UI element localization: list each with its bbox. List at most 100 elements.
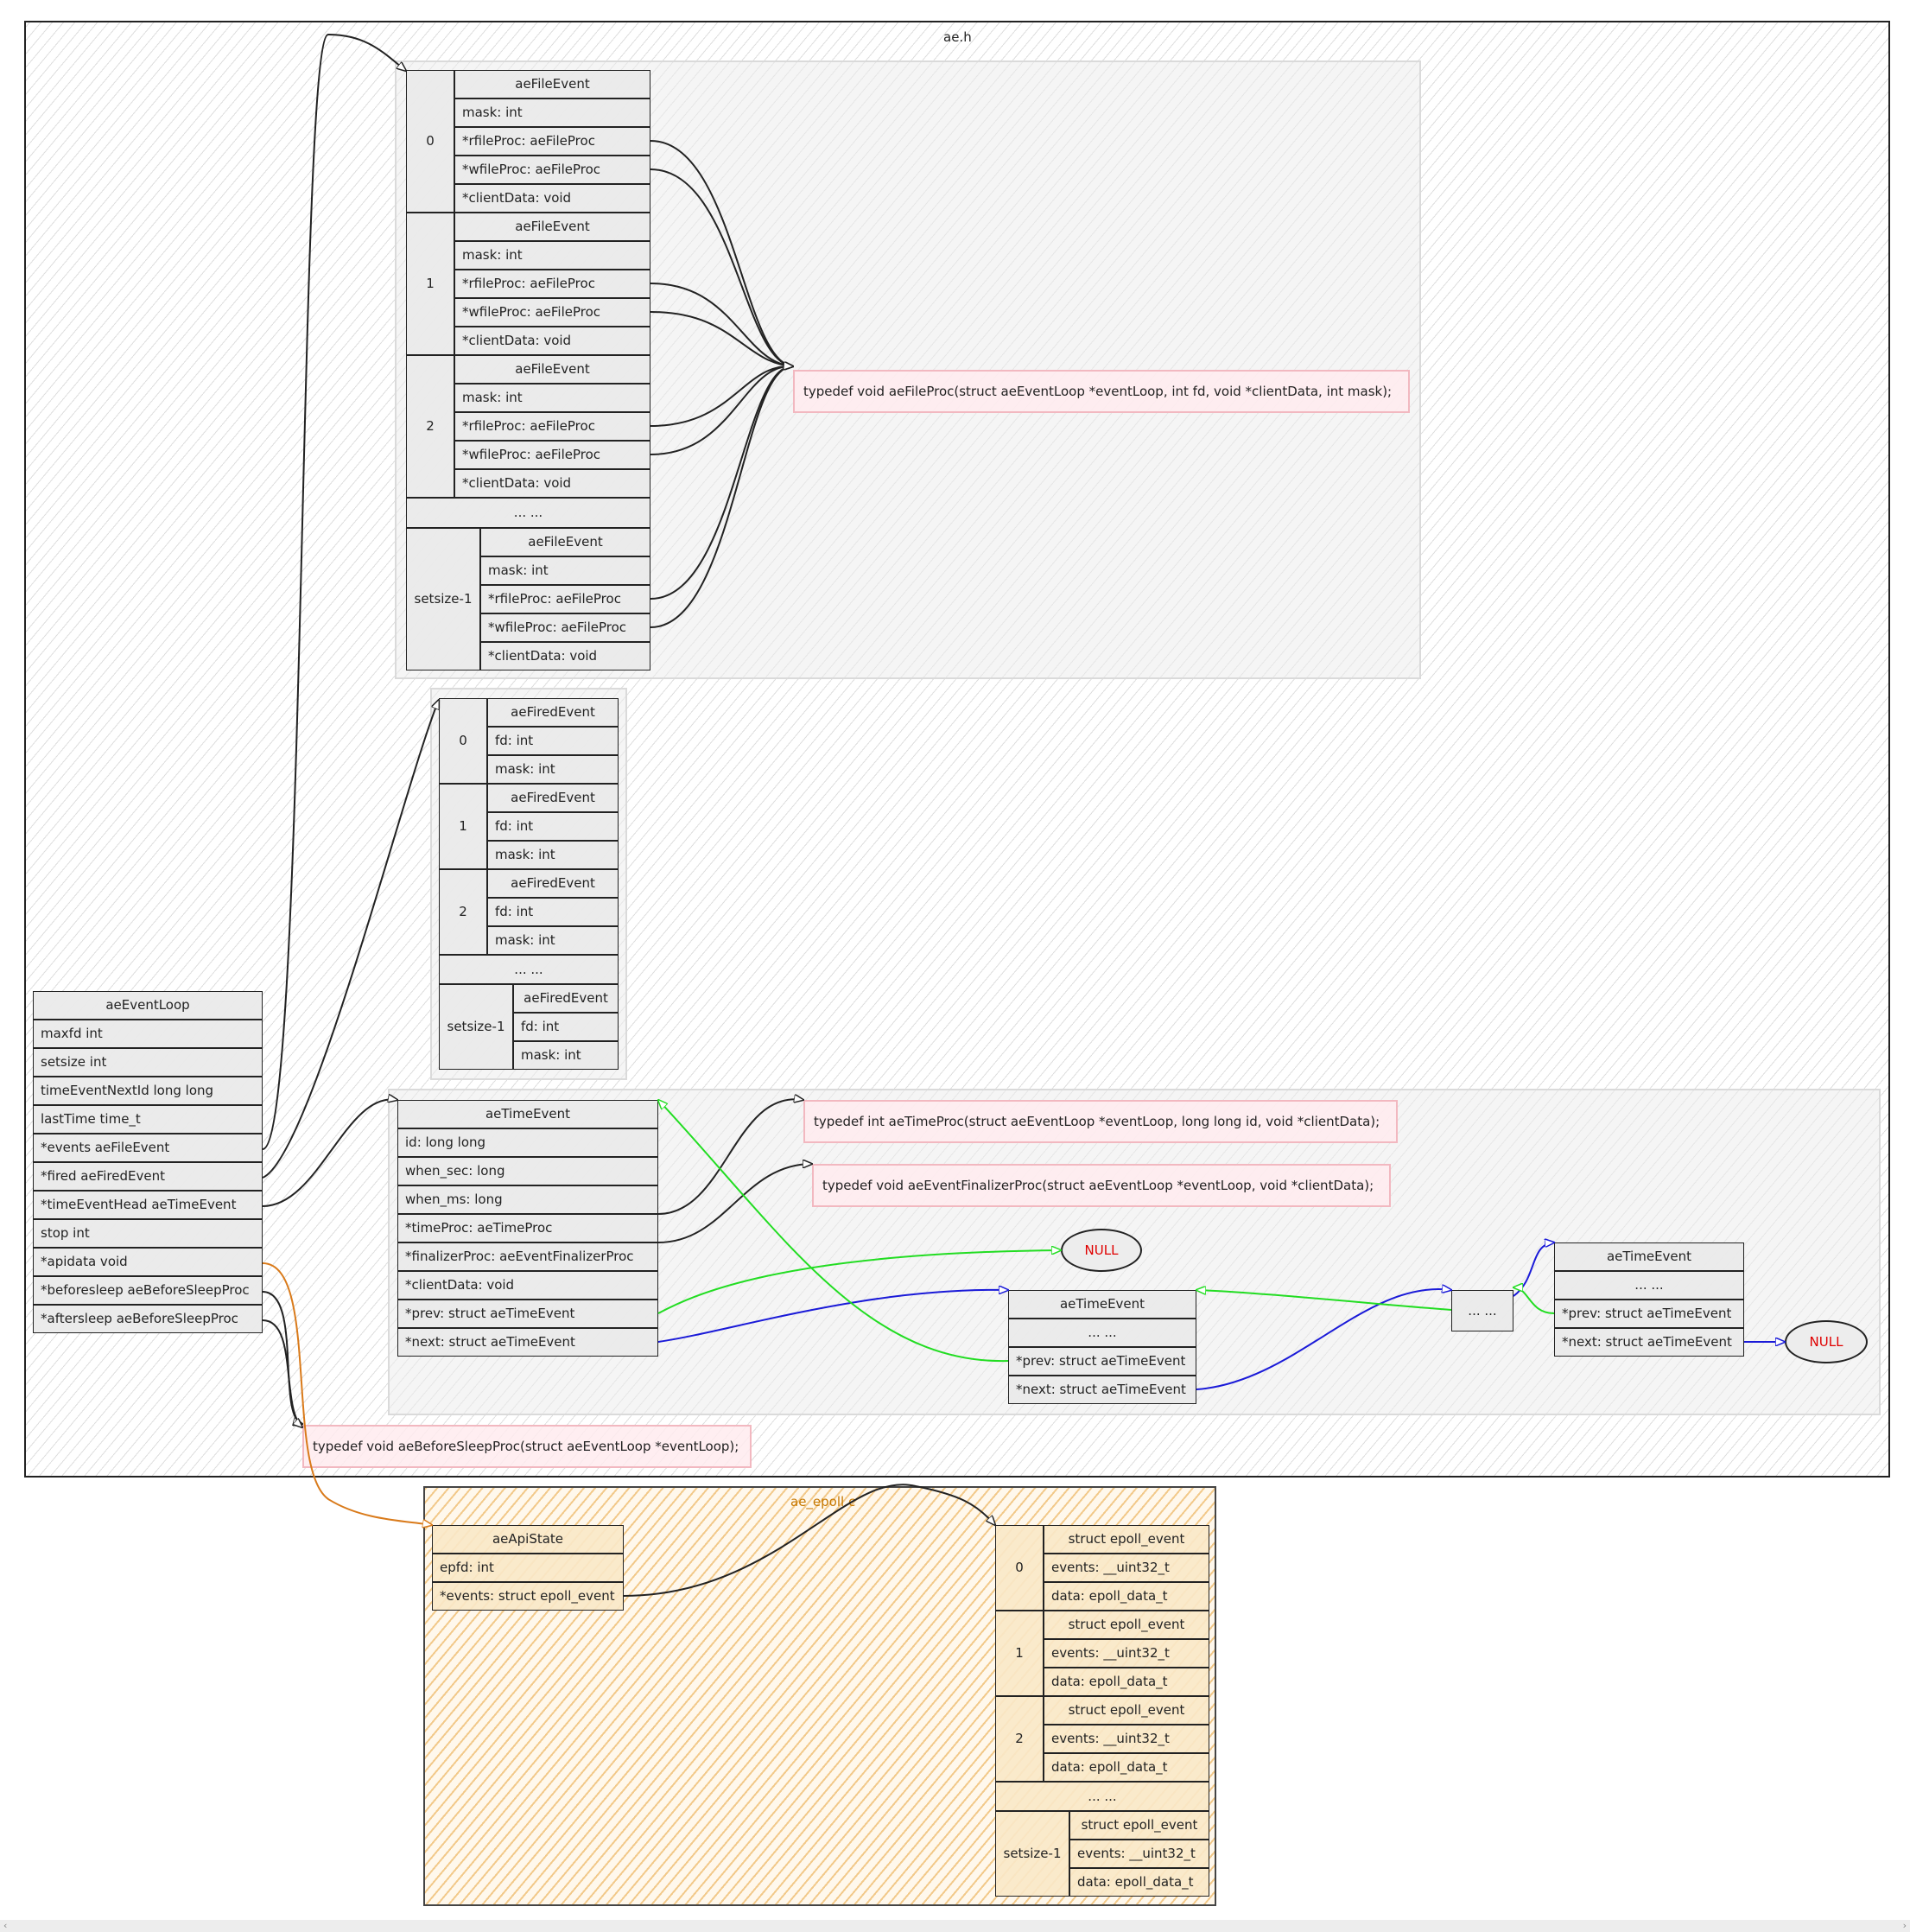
file-event-struct-header: aeFileEvent <box>480 528 650 556</box>
epoll-event-field: data: epoll_data_t <box>1044 1668 1209 1696</box>
file-event-field: mask: int <box>454 384 650 412</box>
epoll-event-field: events: __uint32_t <box>1044 1725 1209 1753</box>
scroll-left-icon[interactable]: ‹ <box>3 1920 8 1931</box>
time-event-head-pointer-link <box>262 1099 397 1207</box>
time-event-field: id: long long <box>397 1128 658 1157</box>
file-event-index: setsize-1 <box>406 528 480 670</box>
fired-event-field: mask: int <box>487 755 619 784</box>
fired-event-field: fd: int <box>487 898 619 926</box>
file-event-field: *rfileProc: aeFileProc <box>454 270 650 298</box>
time-proc-typedef: typedef int aeTimeProc(struct aeEventLoo… <box>803 1100 1398 1143</box>
time-events-ellipsis: ... ... <box>1451 1290 1513 1331</box>
last-prev-dots-link <box>1513 1287 1555 1314</box>
fired-event-struct-header: aeFiredEvent <box>513 984 619 1013</box>
file-proc-typedef: typedef void aeFileProc(struct aeEventLo… <box>793 370 1410 413</box>
dots-next-last-link <box>1513 1242 1554 1297</box>
file-event-struct-header: aeFileEvent <box>454 355 650 384</box>
api-state-field: *events: struct epoll_event <box>432 1582 624 1611</box>
event-loop-field: maxfd int <box>33 1020 263 1048</box>
fired-event-field: fd: int <box>487 727 619 755</box>
file-event-field: *rfileProc: aeFileProc <box>454 127 650 156</box>
apidata-pointer-link <box>262 1262 432 1525</box>
file-event-struct-header: aeFileEvent <box>454 70 650 99</box>
epoll-event-struct-header: struct epoll_event <box>1069 1811 1209 1840</box>
epoll-events-pointer-link <box>623 1484 995 1597</box>
file-event-field: *clientData: void <box>454 184 650 213</box>
dots-prev-node-link <box>1196 1290 1452 1311</box>
fired-event-index: setsize-1 <box>439 984 513 1070</box>
epoll-events-ellipsis: ... ... <box>995 1782 1209 1811</box>
epoll-event-field: data: epoll_data_t <box>1044 1582 1209 1611</box>
time-proc-pointer-link <box>657 1099 803 1215</box>
epoll-event-struct-header: struct epoll_event <box>1044 1696 1209 1725</box>
epoll-event-field: events: __uint32_t <box>1044 1639 1209 1668</box>
fired-event-field: mask: int <box>513 1041 619 1070</box>
time-event-last-ellipsis: ... ... <box>1554 1271 1744 1300</box>
file-event-field: *rfileProc: aeFileProc <box>480 585 650 613</box>
time-event-field: *clientData: void <box>397 1271 658 1300</box>
time-event-node-header: aeTimeEvent <box>1008 1290 1196 1319</box>
file-event-field: *clientData: void <box>454 327 650 355</box>
event-loop-field: *fired aeFiredEvent <box>33 1162 263 1191</box>
fired-event-field: fd: int <box>513 1013 619 1041</box>
head-prev-null-link <box>657 1250 1061 1314</box>
time-event-field: *next: struct aeTimeEvent <box>397 1328 658 1357</box>
epoll-event-field: events: __uint32_t <box>1044 1554 1209 1582</box>
epoll-event-struct-header: struct epoll_event <box>1044 1611 1209 1639</box>
event-loop-field: *aftersleep aeBeforeSleepProc <box>33 1305 263 1333</box>
event-loop-field: *timeEventHead aeTimeEvent <box>33 1191 263 1219</box>
file-proc-pointer-link <box>650 366 793 455</box>
file-event-field: *clientData: void <box>480 642 650 670</box>
ae-h-frame-title: ae.h <box>943 29 972 45</box>
fired-event-struct-header: aeFiredEvent <box>487 784 619 812</box>
file-events-ellipsis: ... ... <box>406 498 650 528</box>
event-loop-field: setsize int <box>33 1048 263 1077</box>
api-state-field: epfd: int <box>432 1554 624 1582</box>
file-event-struct-header: aeFileEvent <box>454 213 650 241</box>
time-event-node-next-field: *next: struct aeTimeEvent <box>1008 1376 1196 1404</box>
epoll-event-field: data: epoll_data_t <box>1069 1868 1209 1897</box>
file-event-field: *wfileProc: aeFileProc <box>480 613 650 642</box>
event-loop-field: timeEventNextId long long <box>33 1077 263 1105</box>
before-sleep-pointer-link <box>262 1291 302 1424</box>
fired-event-index: 2 <box>439 869 487 955</box>
time-event-node-ellipsis: ... ... <box>1008 1319 1196 1347</box>
fired-pointer-link <box>262 700 439 1179</box>
epoll-event-struct-header: struct epoll_event <box>1044 1525 1209 1554</box>
file-event-field: *wfileProc: aeFileProc <box>454 298 650 327</box>
time-event-header: aeTimeEvent <box>397 1100 658 1128</box>
fired-event-field: mask: int <box>487 926 619 955</box>
file-proc-pointer-link <box>650 283 793 366</box>
file-proc-pointer-link <box>650 140 793 366</box>
scroll-right-icon[interactable]: › <box>1902 1920 1907 1931</box>
null-node-next: NULL <box>1785 1320 1868 1363</box>
api-state-header: aeApiState <box>432 1525 624 1554</box>
time-event-field: *finalizerProc: aeEventFinalizerProc <box>397 1242 658 1271</box>
epoll-event-field: data: epoll_data_t <box>1044 1753 1209 1782</box>
time-event-field: when_ms: long <box>397 1185 658 1214</box>
epoll-event-index: 1 <box>995 1611 1044 1696</box>
epoll-event-index: 2 <box>995 1696 1044 1782</box>
finalizer-proc-typedef: typedef void aeEventFinalizerProc(struct… <box>812 1164 1391 1207</box>
file-event-index: 1 <box>406 213 454 355</box>
node-prev-head-link <box>658 1100 1009 1363</box>
file-proc-pointer-link <box>650 311 793 366</box>
scrollbar[interactable]: ‹ › <box>0 1920 1910 1932</box>
time-event-field: *prev: struct aeTimeEvent <box>397 1300 658 1328</box>
fired-event-index: 1 <box>439 784 487 869</box>
head-next-link <box>657 1290 1008 1343</box>
fired-event-field: fd: int <box>487 812 619 841</box>
fired-event-struct-header: aeFiredEvent <box>487 698 619 727</box>
file-event-field: *clientData: void <box>454 469 650 498</box>
time-event-node-prev-field: *prev: struct aeTimeEvent <box>1008 1347 1196 1376</box>
ae-epoll-frame-title: ae_epoll.c <box>790 1494 856 1509</box>
epoll-event-field: events: __uint32_t <box>1069 1840 1209 1868</box>
time-event-last-header: aeTimeEvent <box>1554 1242 1744 1271</box>
fired-events-ellipsis: ... ... <box>439 955 619 984</box>
event-loop-field: *apidata void <box>33 1248 263 1276</box>
file-event-field: mask: int <box>454 99 650 127</box>
file-event-field: *wfileProc: aeFileProc <box>454 156 650 184</box>
epoll-event-index: setsize-1 <box>995 1811 1069 1897</box>
epoll-event-index: 0 <box>995 1525 1044 1611</box>
